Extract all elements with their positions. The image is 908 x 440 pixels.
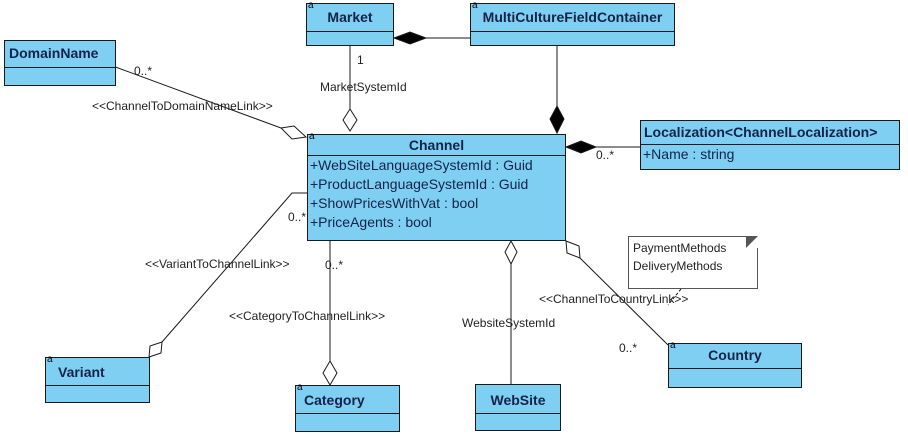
class-country[interactable]: a Country bbox=[668, 340, 802, 388]
category-aggregation-diamond bbox=[322, 360, 338, 386]
class-name: Variant bbox=[58, 364, 105, 380]
market-role-label: MarketSystemId bbox=[320, 80, 407, 94]
class-name: Category bbox=[304, 392, 365, 408]
market-multiplicity: 1 bbox=[357, 53, 364, 67]
market-aggregation-diamond bbox=[342, 108, 358, 132]
domain-multiplicity: 0..* bbox=[134, 64, 153, 78]
variant-multiplicity: 0..* bbox=[288, 210, 307, 224]
market-composition-diamond bbox=[392, 31, 428, 45]
country-multiplicity: 0..* bbox=[619, 341, 638, 355]
category-multiplicity: 0..* bbox=[325, 258, 344, 272]
domain-stereotype-label: <<ChannelToDomainNameLink>> bbox=[92, 99, 273, 113]
variant-aggregation-diamond bbox=[148, 341, 163, 358]
variant-stereotype-label: <<VariantToChannelLink>> bbox=[145, 257, 290, 271]
class-category[interactable]: a Category bbox=[295, 382, 400, 432]
domain-channel-link bbox=[109, 64, 282, 129]
attribute: +PriceAgents : bool bbox=[310, 214, 432, 230]
abstract-marker: a bbox=[297, 382, 303, 393]
class-name: Country bbox=[708, 347, 762, 363]
attribute: +WebSiteLanguageSystemId : Guid bbox=[310, 157, 533, 173]
class-name: MultiCultureFieldContainer bbox=[482, 9, 663, 25]
abstract-marker: a bbox=[308, 0, 314, 11]
class-channel[interactable]: a Channel +WebSiteLanguageSystemId : Gui… bbox=[307, 131, 566, 241]
class-variant[interactable]: a Variant bbox=[45, 354, 150, 403]
country-stereotype-label: <<ChannelToCountryLink>> bbox=[539, 292, 689, 306]
website-aggregation-diamond bbox=[504, 239, 518, 266]
class-localization[interactable]: Localization<ChannelLocalization> +Name … bbox=[640, 120, 900, 170]
note-fold-corner bbox=[746, 236, 758, 248]
note[interactable]: PaymentMethods DeliveryMethods bbox=[628, 236, 758, 289]
class-name: Market bbox=[327, 9, 373, 25]
attribute: +ProductLanguageSystemId : Guid bbox=[310, 176, 529, 192]
class-name: Channel bbox=[408, 137, 465, 153]
attribute: +ShowPricesWithVat : bool bbox=[310, 195, 479, 211]
abstract-marker: a bbox=[472, 0, 478, 11]
abstract-marker: a bbox=[670, 340, 676, 351]
note-line: PaymentMethods bbox=[633, 241, 727, 255]
country-aggregation-diamond bbox=[565, 240, 581, 259]
class-multiculture-field-container[interactable]: a MultiCultureFieldContainer bbox=[470, 0, 675, 46]
class-name: DomainName bbox=[9, 45, 99, 61]
class-domain-name[interactable]: DomainName bbox=[4, 40, 116, 86]
class-website[interactable]: WebSite bbox=[475, 384, 561, 431]
attribute: +Name : string bbox=[643, 146, 735, 162]
multiculture-composition-diamond bbox=[549, 104, 565, 135]
variant-channel-link bbox=[161, 192, 307, 343]
website-role-label: WebsiteSystemId bbox=[462, 316, 556, 330]
country-channel-link bbox=[579, 257, 669, 346]
localization-composition-diamond bbox=[564, 140, 598, 154]
note-anchor-line bbox=[667, 288, 682, 306]
class-name: Localization<ChannelLocalization> bbox=[644, 124, 878, 140]
domain-aggregation-diamond bbox=[279, 125, 308, 140]
note-line: DeliveryMethods bbox=[633, 259, 723, 273]
localization-multiplicity: 0..* bbox=[596, 148, 615, 162]
class-market[interactable]: a Market bbox=[306, 0, 394, 46]
abstract-marker: a bbox=[47, 354, 53, 365]
category-stereotype-label: <<CategoryToChannelLink>> bbox=[229, 309, 386, 323]
abstract-marker: a bbox=[309, 131, 315, 142]
class-name: WebSite bbox=[490, 392, 546, 408]
